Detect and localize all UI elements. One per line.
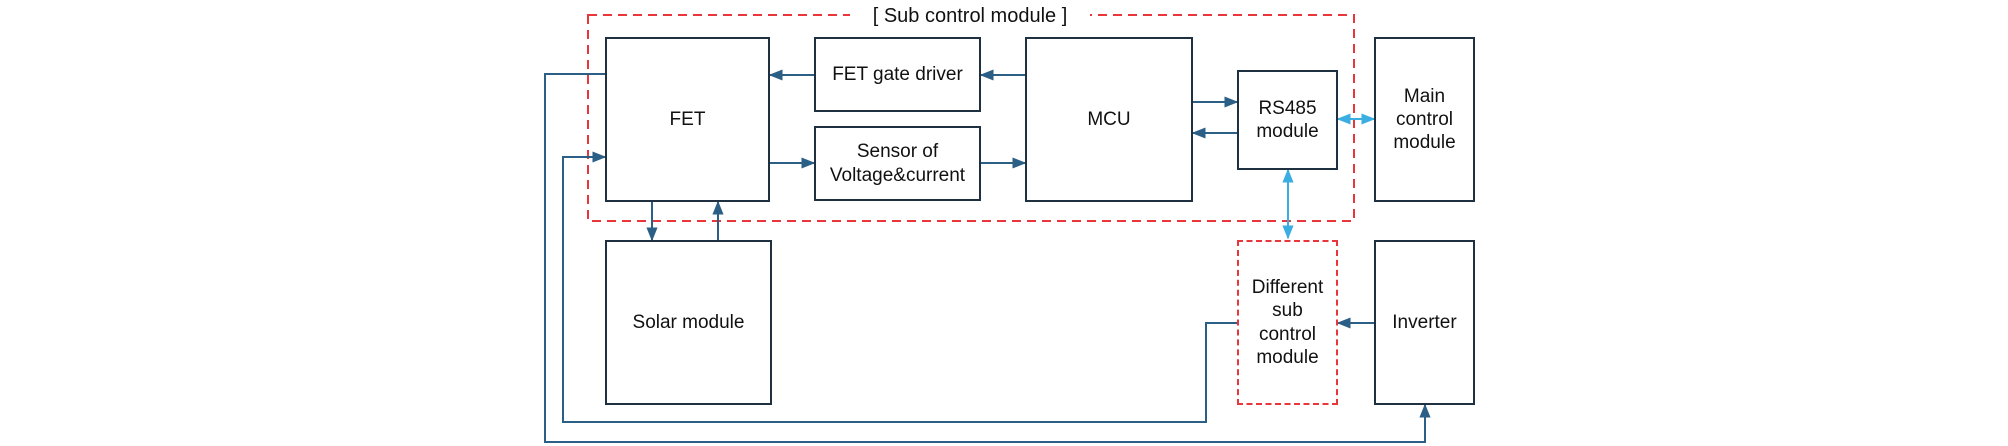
solar-module-block: Solar module <box>605 240 772 405</box>
arrow-fet-to-inverter <box>544 73 1431 443</box>
solar-module-label: Solar module <box>632 311 745 333</box>
sensor-block: Sensor of Voltage&current <box>814 126 981 201</box>
rs485-module-block: RS485 module <box>1237 70 1338 170</box>
sensor-label: Sensor of Voltage&current <box>829 141 966 186</box>
main-control-module-label: Main control module <box>1393 85 1456 154</box>
arrow-different-sub-to-fet <box>562 151 1237 423</box>
different-sub-control-module-block: Different sub control module <box>1237 240 1338 405</box>
inverter-block: Inverter <box>1374 240 1475 405</box>
fet-block: FET <box>605 37 770 202</box>
main-control-module-block: Main control module <box>1374 37 1475 202</box>
rs485-module-label: RS485 module <box>1256 97 1319 142</box>
inverter-label: Inverter <box>1392 311 1457 333</box>
different-sub-control-module-label: Different sub control module <box>1251 277 1324 368</box>
mcu-block: MCU <box>1025 37 1193 202</box>
sub-control-module-title: [ Sub control module ] <box>850 2 1090 30</box>
fet-gate-driver-block: FET gate driver <box>814 37 981 112</box>
fet-label: FET <box>669 108 706 130</box>
mcu-label: MCU <box>1087 108 1131 130</box>
fet-gate-driver-label: FET gate driver <box>832 63 963 85</box>
